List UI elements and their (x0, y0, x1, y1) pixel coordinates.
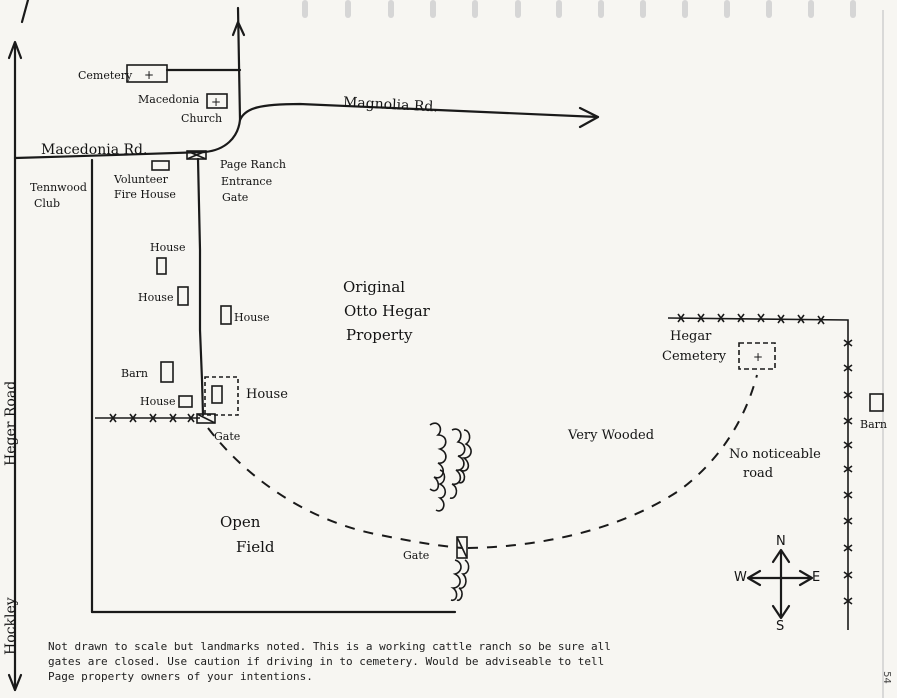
heger-road-arrow-up (7, 40, 23, 60)
wooded-gate-box (456, 536, 468, 559)
north-road-arrow (231, 20, 246, 37)
binding-spiral (724, 0, 730, 18)
binding-spiral (850, 0, 856, 18)
east-barn-label: Barn (860, 418, 887, 431)
hegar-cemetery-cross-icon: + (753, 350, 763, 364)
binding-spiral (515, 0, 521, 18)
north-road-line (236, 6, 242, 122)
open-field-label-line1: Open (220, 513, 261, 531)
property-label-line3: Property (346, 326, 413, 344)
property-label-line2: Otto Hegar (344, 302, 430, 320)
church-label-line1: Macedonia (138, 93, 200, 106)
house-gate-box (196, 413, 216, 424)
house-box-4 (178, 395, 193, 408)
hockley-label: Hockley (3, 597, 19, 655)
house-box-5 (211, 385, 223, 404)
barn-box-1 (160, 361, 174, 383)
property-label-line1: Original (343, 278, 406, 296)
east-fence-line (667, 317, 849, 630)
house-label-5: House (246, 387, 288, 402)
binding-spiral (302, 0, 308, 18)
binding-spiral (598, 0, 604, 18)
compass-west-label: W (734, 570, 747, 585)
hegar-cemetery-label-line2: Cemetery (662, 349, 727, 364)
entrance-label-line1: Page Ranch (220, 158, 286, 171)
no-road-label-line1: No noticeable (729, 447, 821, 462)
entrance-label-line3: Gate (222, 191, 249, 204)
tennwood-label-line1: Tennwood (30, 181, 87, 194)
binding-spiral (556, 0, 562, 18)
magnolia-road-line (238, 102, 600, 122)
house-gate-x (196, 413, 216, 424)
east-barn-box (869, 393, 884, 412)
house-yard-fence (204, 376, 239, 416)
gate-label-2: Gate (403, 549, 430, 562)
house-label-4: House (140, 395, 176, 408)
binding-spiral (766, 0, 772, 18)
hegar-cemetery-label-line1: Hegar (670, 329, 712, 344)
heger-road-label: Heger Road (3, 380, 19, 466)
open-field-label-line2: Field (236, 538, 275, 556)
binding-spiral (388, 0, 394, 18)
no-road-label-line2: road (743, 466, 774, 481)
entrance-gate-x (186, 150, 207, 160)
compass-north-label: N (776, 534, 786, 549)
barn-label-1: Barn (121, 367, 148, 380)
binding-spiral (430, 0, 436, 18)
compass-south-label: S (776, 619, 785, 634)
house-label-2: House (138, 291, 174, 304)
church-cross-icon: + (211, 95, 221, 109)
church-box (206, 93, 228, 109)
east-fence-marks (677, 313, 853, 605)
page-number: 54 (881, 671, 893, 684)
binding-spiral (345, 0, 351, 18)
cemetery-box (126, 64, 168, 83)
heger-road-corner (20, 0, 30, 24)
macedonia-road-label: Macedonia Rd. (41, 142, 148, 158)
compass-rose (746, 548, 814, 620)
trail-east (467, 374, 758, 549)
compass-arrow-south-icon (771, 604, 791, 620)
compass-east-label: E (812, 570, 821, 585)
binding-spiral (640, 0, 646, 18)
house-label-1: House (150, 241, 186, 254)
entrance-gate-box (186, 150, 207, 160)
ranch-lane (196, 157, 205, 417)
house-label-3: House (234, 311, 270, 324)
wooded-gate-x (456, 536, 468, 559)
note-line-3: Page property owners of your intentions. (48, 670, 313, 683)
map-note: Not drawn to scale but landmarks noted. … (48, 639, 788, 684)
compass-arrow-west-icon (746, 569, 762, 587)
binding-spiral (808, 0, 814, 18)
entrance-label-line2: Entrance (221, 175, 273, 188)
magnolia-road-arrow (578, 106, 600, 129)
fire-house-label-line2: Fire House (114, 188, 176, 201)
fire-house-box (151, 160, 170, 171)
note-line-1: Not drawn to scale but landmarks noted. … (48, 640, 611, 653)
church-label-line2: Church (181, 112, 223, 125)
binding-spiral (472, 0, 478, 18)
macedonia-road-line (13, 118, 242, 160)
cemetery-label: Cemetery (78, 69, 133, 82)
trail-west (207, 427, 463, 549)
house-box-1 (156, 257, 167, 275)
house-box-3 (220, 305, 232, 325)
fire-house-label-line1: Volunteer (114, 173, 168, 186)
compass-arrow-east-icon (798, 569, 814, 587)
note-line-2: gates are closed. Use caution if driving… (48, 655, 605, 668)
tree-line (429, 422, 472, 602)
hegar-cemetery-fence (738, 342, 776, 370)
binding-spiral (682, 0, 688, 18)
hockley-arrow (7, 673, 23, 692)
gate-label-1: Gate (214, 430, 241, 443)
west-fence-marks (109, 413, 195, 423)
cemetery-cross-icon: + (144, 68, 154, 82)
very-wooded-label: Very Wooded (568, 428, 655, 443)
compass-arrow-north-icon (771, 548, 791, 564)
house-box-2 (177, 286, 189, 306)
tennwood-label-line2: Club (34, 197, 61, 210)
